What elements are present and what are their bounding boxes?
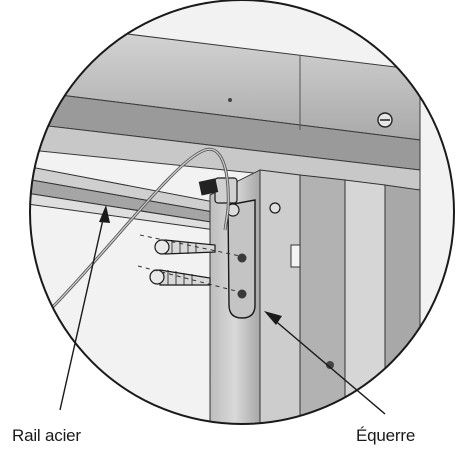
screw-head (377, 112, 393, 128)
cable-clamp (198, 177, 281, 214)
bracket-label: Équerre (356, 426, 416, 445)
hole-dot (228, 98, 232, 102)
bracket-part (226, 199, 256, 319)
assembly-guide-lines (137, 234, 241, 293)
leader-arrow-bracket (264, 311, 386, 415)
wall-plug-upper (154, 239, 216, 255)
leader-arrow-rail (59, 205, 110, 411)
rail-label: Rail acier (12, 426, 81, 445)
top-frame-beam (30, 29, 421, 191)
magnifier-circle (29, 0, 455, 425)
